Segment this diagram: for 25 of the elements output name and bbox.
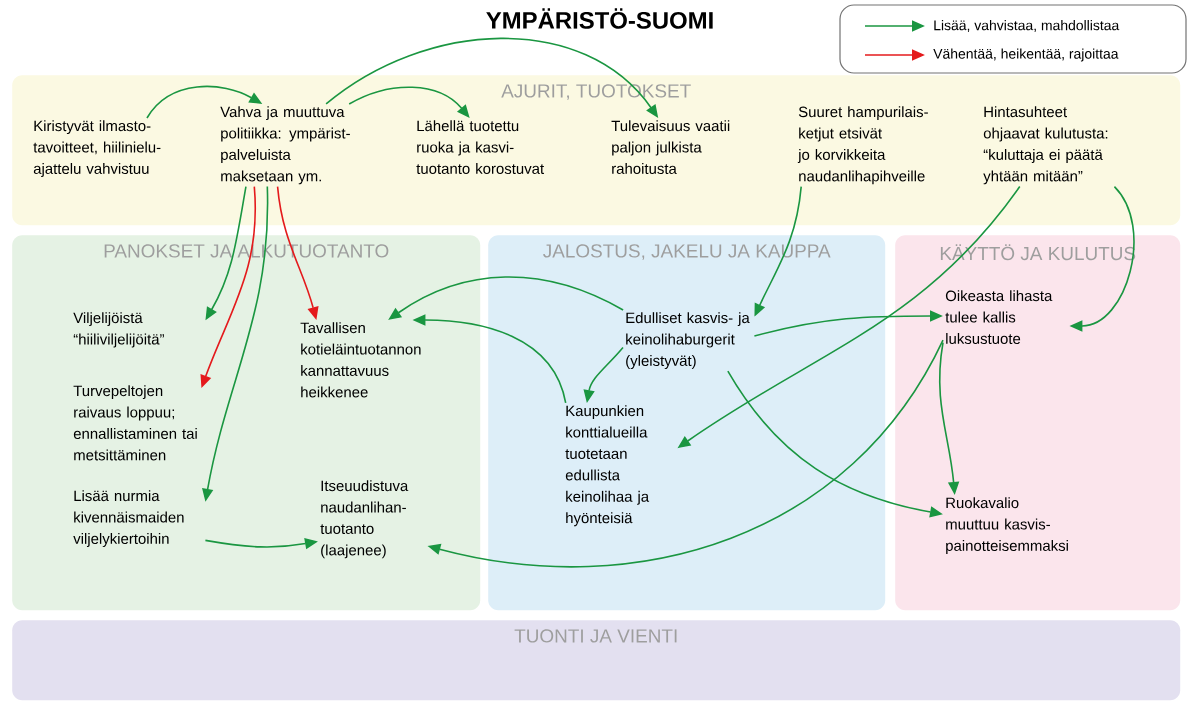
statement-text: Hintasuhteet ohjaavat kulutusta: “kuluttaja ei päätä yhtään mitään” (983, 106, 1108, 185)
band-heading: TUONTI JA VIENTI (514, 629, 677, 643)
arrow (348, 86, 470, 118)
statement-text: Lisää nurmia kivennäismaiden viljelykiertoihin (73, 490, 184, 547)
title: YMPÄRISTÖ-SUOMI (486, 8, 713, 29)
statement-text: Tulevaisuus vaatii paljon julkista rahoitusta (611, 120, 730, 174)
statement-text: Ruokavalio muuttuu kasvis- painotteisemmaksi (946, 497, 1068, 554)
band (488, 235, 886, 611)
statement-text: Kaupunkien konttialueilla tuotetaan edullista keinolihaa ja hyönteisiä (565, 405, 650, 527)
legend-label: Lisää, vahvistaa, mahdollistaa (934, 20, 1120, 32)
band (12, 75, 1181, 226)
legend-label: Vähentää, heikentää, rajoittaa (933, 48, 1119, 62)
band (895, 235, 1181, 611)
statement-text: Suuret hampurilais- ketjut etsivät jo korvikkeita naudanlihapihveille (797, 106, 928, 185)
band (12, 620, 1181, 701)
band (12, 235, 481, 611)
statement-text: Kiristyvät ilmasto- tavoitteet, hiilinielu- ajattelu vahvistuu (33, 120, 161, 177)
statement-text: Lähellä tuotettu ruoka ja kasvi- tuotanto korostuvat (416, 120, 544, 174)
statement-text: Edulliset kasvis- ja keinolihaburgerit (yleistyvät) (626, 312, 750, 369)
statement-text: Itseuudistuva naudanlihan- tuotanto (laajenee) (320, 480, 409, 559)
statement-text: Oikeasta lihasta tulee kallis luksustuote (945, 290, 1053, 344)
statement-text: Vahva ja muuttuva politiikka: ympärist- palveluista maksetaan ym. (220, 106, 350, 185)
statement-text: Tavallisen kotieläintuotannon kannattavuus heikkenee (300, 322, 421, 398)
statement-text: Viljelijöistä “hiiliviljelijöitä” (73, 312, 164, 348)
statement-text: Turvepeltojen raivaus loppuu; ennallistaminen tai metsittäminen (73, 385, 197, 461)
